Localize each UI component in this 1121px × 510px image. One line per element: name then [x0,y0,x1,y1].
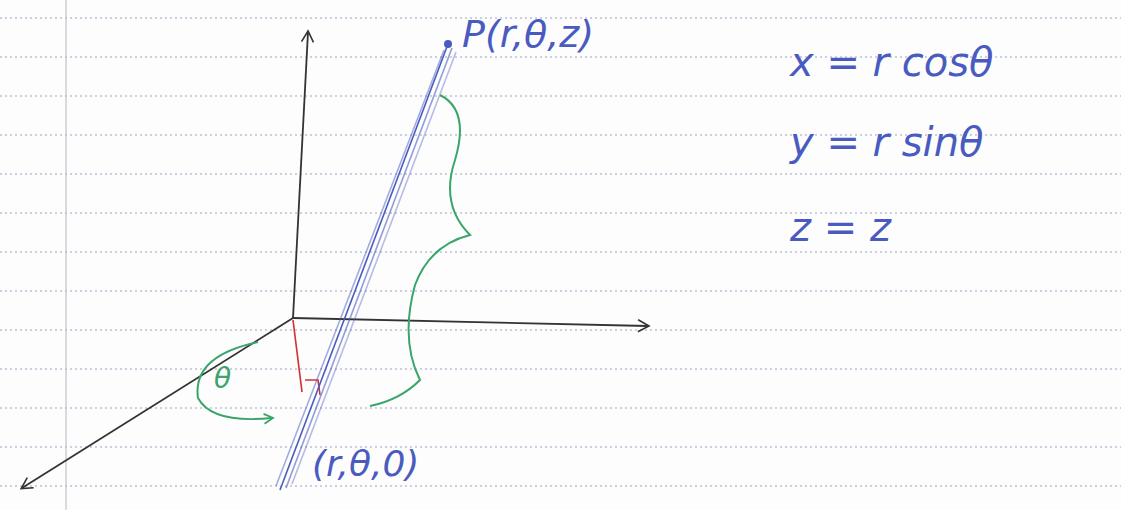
position-line [276,40,456,490]
point-label: P(r,θ,z) [462,14,594,56]
axes [22,32,648,488]
equation: z = z [790,205,891,249]
height-brace [370,95,470,406]
angle-arc [198,342,273,419]
equation: y = r sinθ [790,120,984,164]
margin-line [66,0,67,510]
point-label: (r,θ,0) [312,444,419,484]
equation: x = r cosθ [790,40,994,84]
angle-label: θ [214,364,231,395]
ruled-lines [0,18,1121,486]
